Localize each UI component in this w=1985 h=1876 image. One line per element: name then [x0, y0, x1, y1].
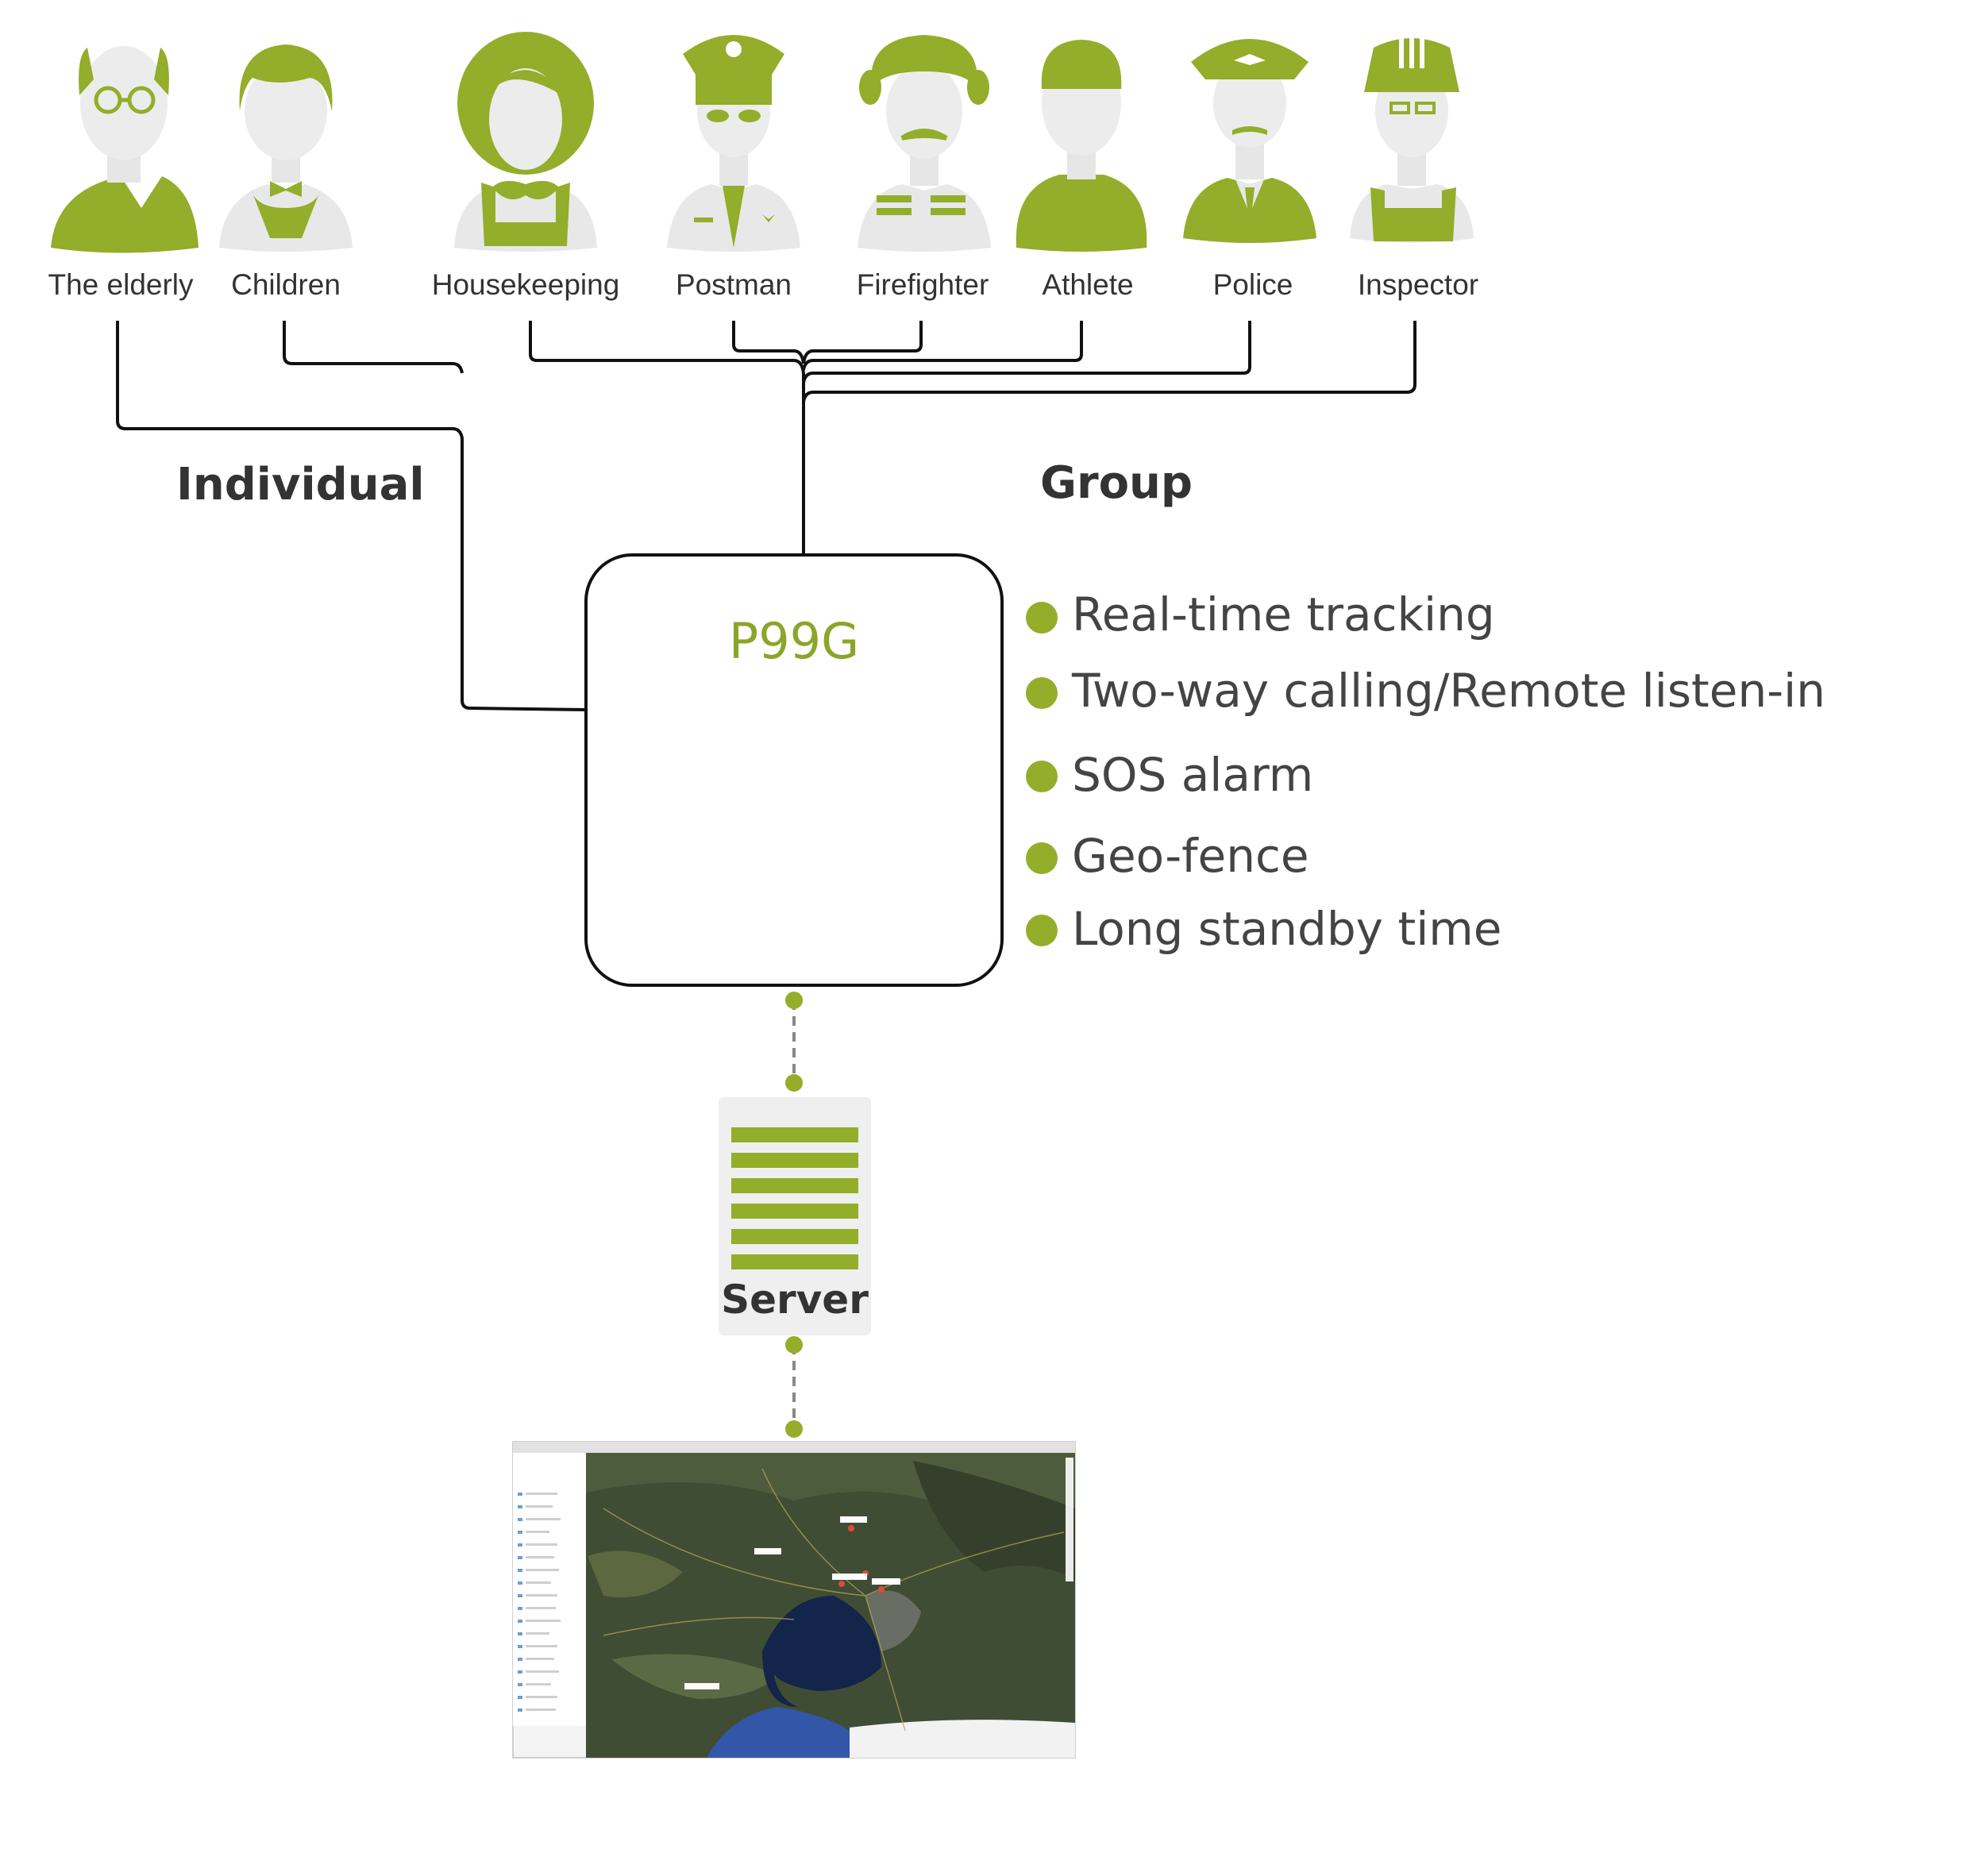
tracking-platform-map-screenshot — [512, 1441, 1076, 1759]
feature-bullet — [1026, 602, 1058, 634]
feature-real-time-tracking: Real-time tracking — [1072, 587, 1495, 641]
server-icon: Server — [719, 1097, 871, 1335]
police-connector-line — [802, 321, 1251, 383]
firefighter-icon — [858, 35, 991, 252]
server-label: Server — [721, 1277, 869, 1323]
persona-label-elderly: The elderly — [48, 268, 194, 301]
server-rack-bar — [731, 1178, 858, 1193]
athlete-icon — [1016, 40, 1147, 252]
feature-bullet — [1026, 677, 1058, 709]
postman-icon — [667, 35, 800, 252]
children-connector-line — [283, 321, 464, 374]
server-platform-connector — [785, 1336, 803, 1438]
persona-label-firefighter: Firefighter — [856, 268, 989, 301]
feature-long-standby: Long standby time — [1072, 902, 1502, 956]
housekeeping-connector-line — [529, 321, 805, 554]
feature-bullet — [1026, 842, 1058, 874]
inspector-icon — [1350, 35, 1474, 243]
persona-label-housekeeping: Housekeeping — [431, 268, 620, 301]
feature-two-way-calling: Two-way calling/Remote listen-in — [1072, 664, 1826, 718]
elderly-connector-line — [116, 321, 587, 711]
persona-label-children: Children — [231, 268, 341, 301]
individual-heading: Individual — [176, 459, 425, 510]
feature-geo-fence: Geo-fence — [1072, 829, 1309, 883]
connection-lines — [116, 321, 1416, 711]
athlete-connector-line — [802, 321, 1083, 371]
server-rack-bar — [731, 1153, 858, 1168]
device-box: P99G — [584, 553, 1004, 987]
feature-bullets — [1026, 602, 1058, 946]
group-heading: Group — [1040, 457, 1193, 509]
inspector-connector-line — [802, 321, 1416, 403]
server-rack-bar — [731, 1229, 858, 1244]
persona-label-athlete: Athlete — [1042, 268, 1134, 301]
persona-label-inspector: Inspector — [1357, 268, 1479, 301]
police-icon — [1183, 39, 1316, 243]
feature-bullet — [1026, 761, 1058, 792]
server-rack-bar — [731, 1204, 858, 1219]
feature-bullet — [1026, 915, 1058, 946]
firefighter-connector-line — [802, 321, 923, 364]
elderly-person-icon — [51, 46, 198, 253]
housekeeper-icon — [454, 32, 597, 252]
server-rack-bar — [731, 1127, 858, 1142]
device-server-connector — [785, 992, 803, 1092]
feature-sos-alarm: SOS alarm — [1072, 748, 1314, 802]
device-model-label: P99G — [728, 612, 860, 670]
child-icon — [219, 44, 353, 252]
postman-connector-line — [732, 321, 805, 364]
persona-label-postman: Postman — [675, 268, 792, 301]
server-rack-bar — [731, 1254, 858, 1269]
persona-label-police: Police — [1212, 268, 1293, 301]
